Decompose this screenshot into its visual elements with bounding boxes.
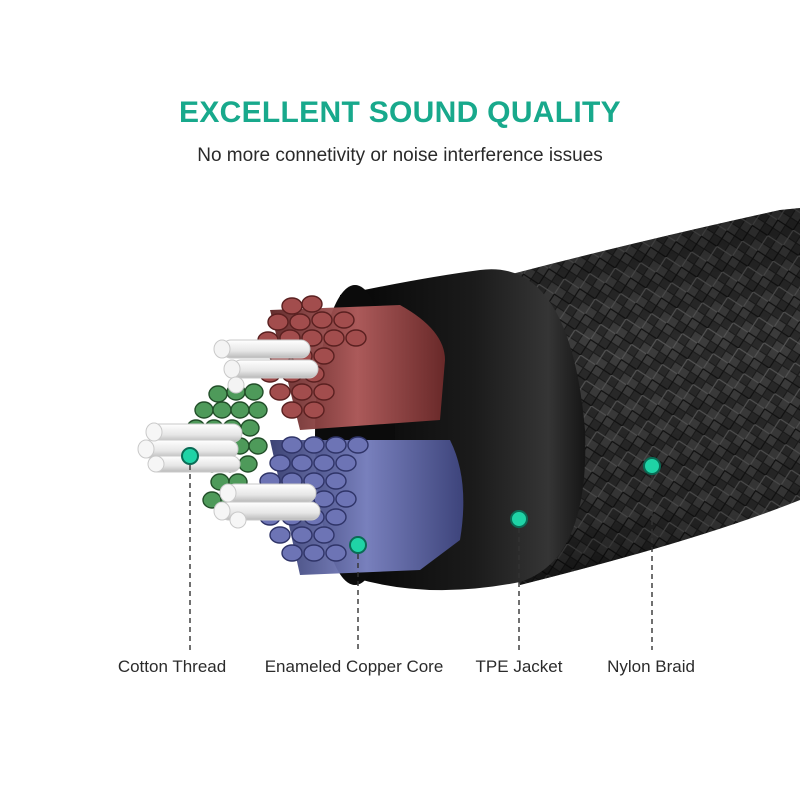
white-threads-left (137, 422, 243, 473)
callout-nylon-braid: Nylon Braid (607, 657, 695, 676)
callout-cotton-thread: Cotton Thread (117, 657, 227, 676)
callout-tpe-jacket: TPE Jacket (475, 657, 563, 676)
callout-enameled-copper-core: Enameled Copper Core (264, 657, 444, 676)
white-cotton-threads (137, 339, 321, 529)
marker-dot-nylon (643, 457, 661, 475)
marker-dots (181, 447, 661, 554)
blue-copper-bundle (259, 436, 464, 575)
white-threads-upper (213, 339, 319, 394)
headline: EXCELLENT SOUND QUALITY (179, 96, 621, 129)
leader-lines (189, 456, 653, 650)
marker-dot-tpe (510, 510, 528, 528)
marker-dot-cotton (181, 447, 199, 465)
marker-dot-copper (349, 536, 367, 554)
white-threads-lower (213, 483, 321, 529)
subheadline: No more connetivity or noise interferenc… (197, 145, 603, 166)
red-copper-bundle (257, 295, 445, 430)
